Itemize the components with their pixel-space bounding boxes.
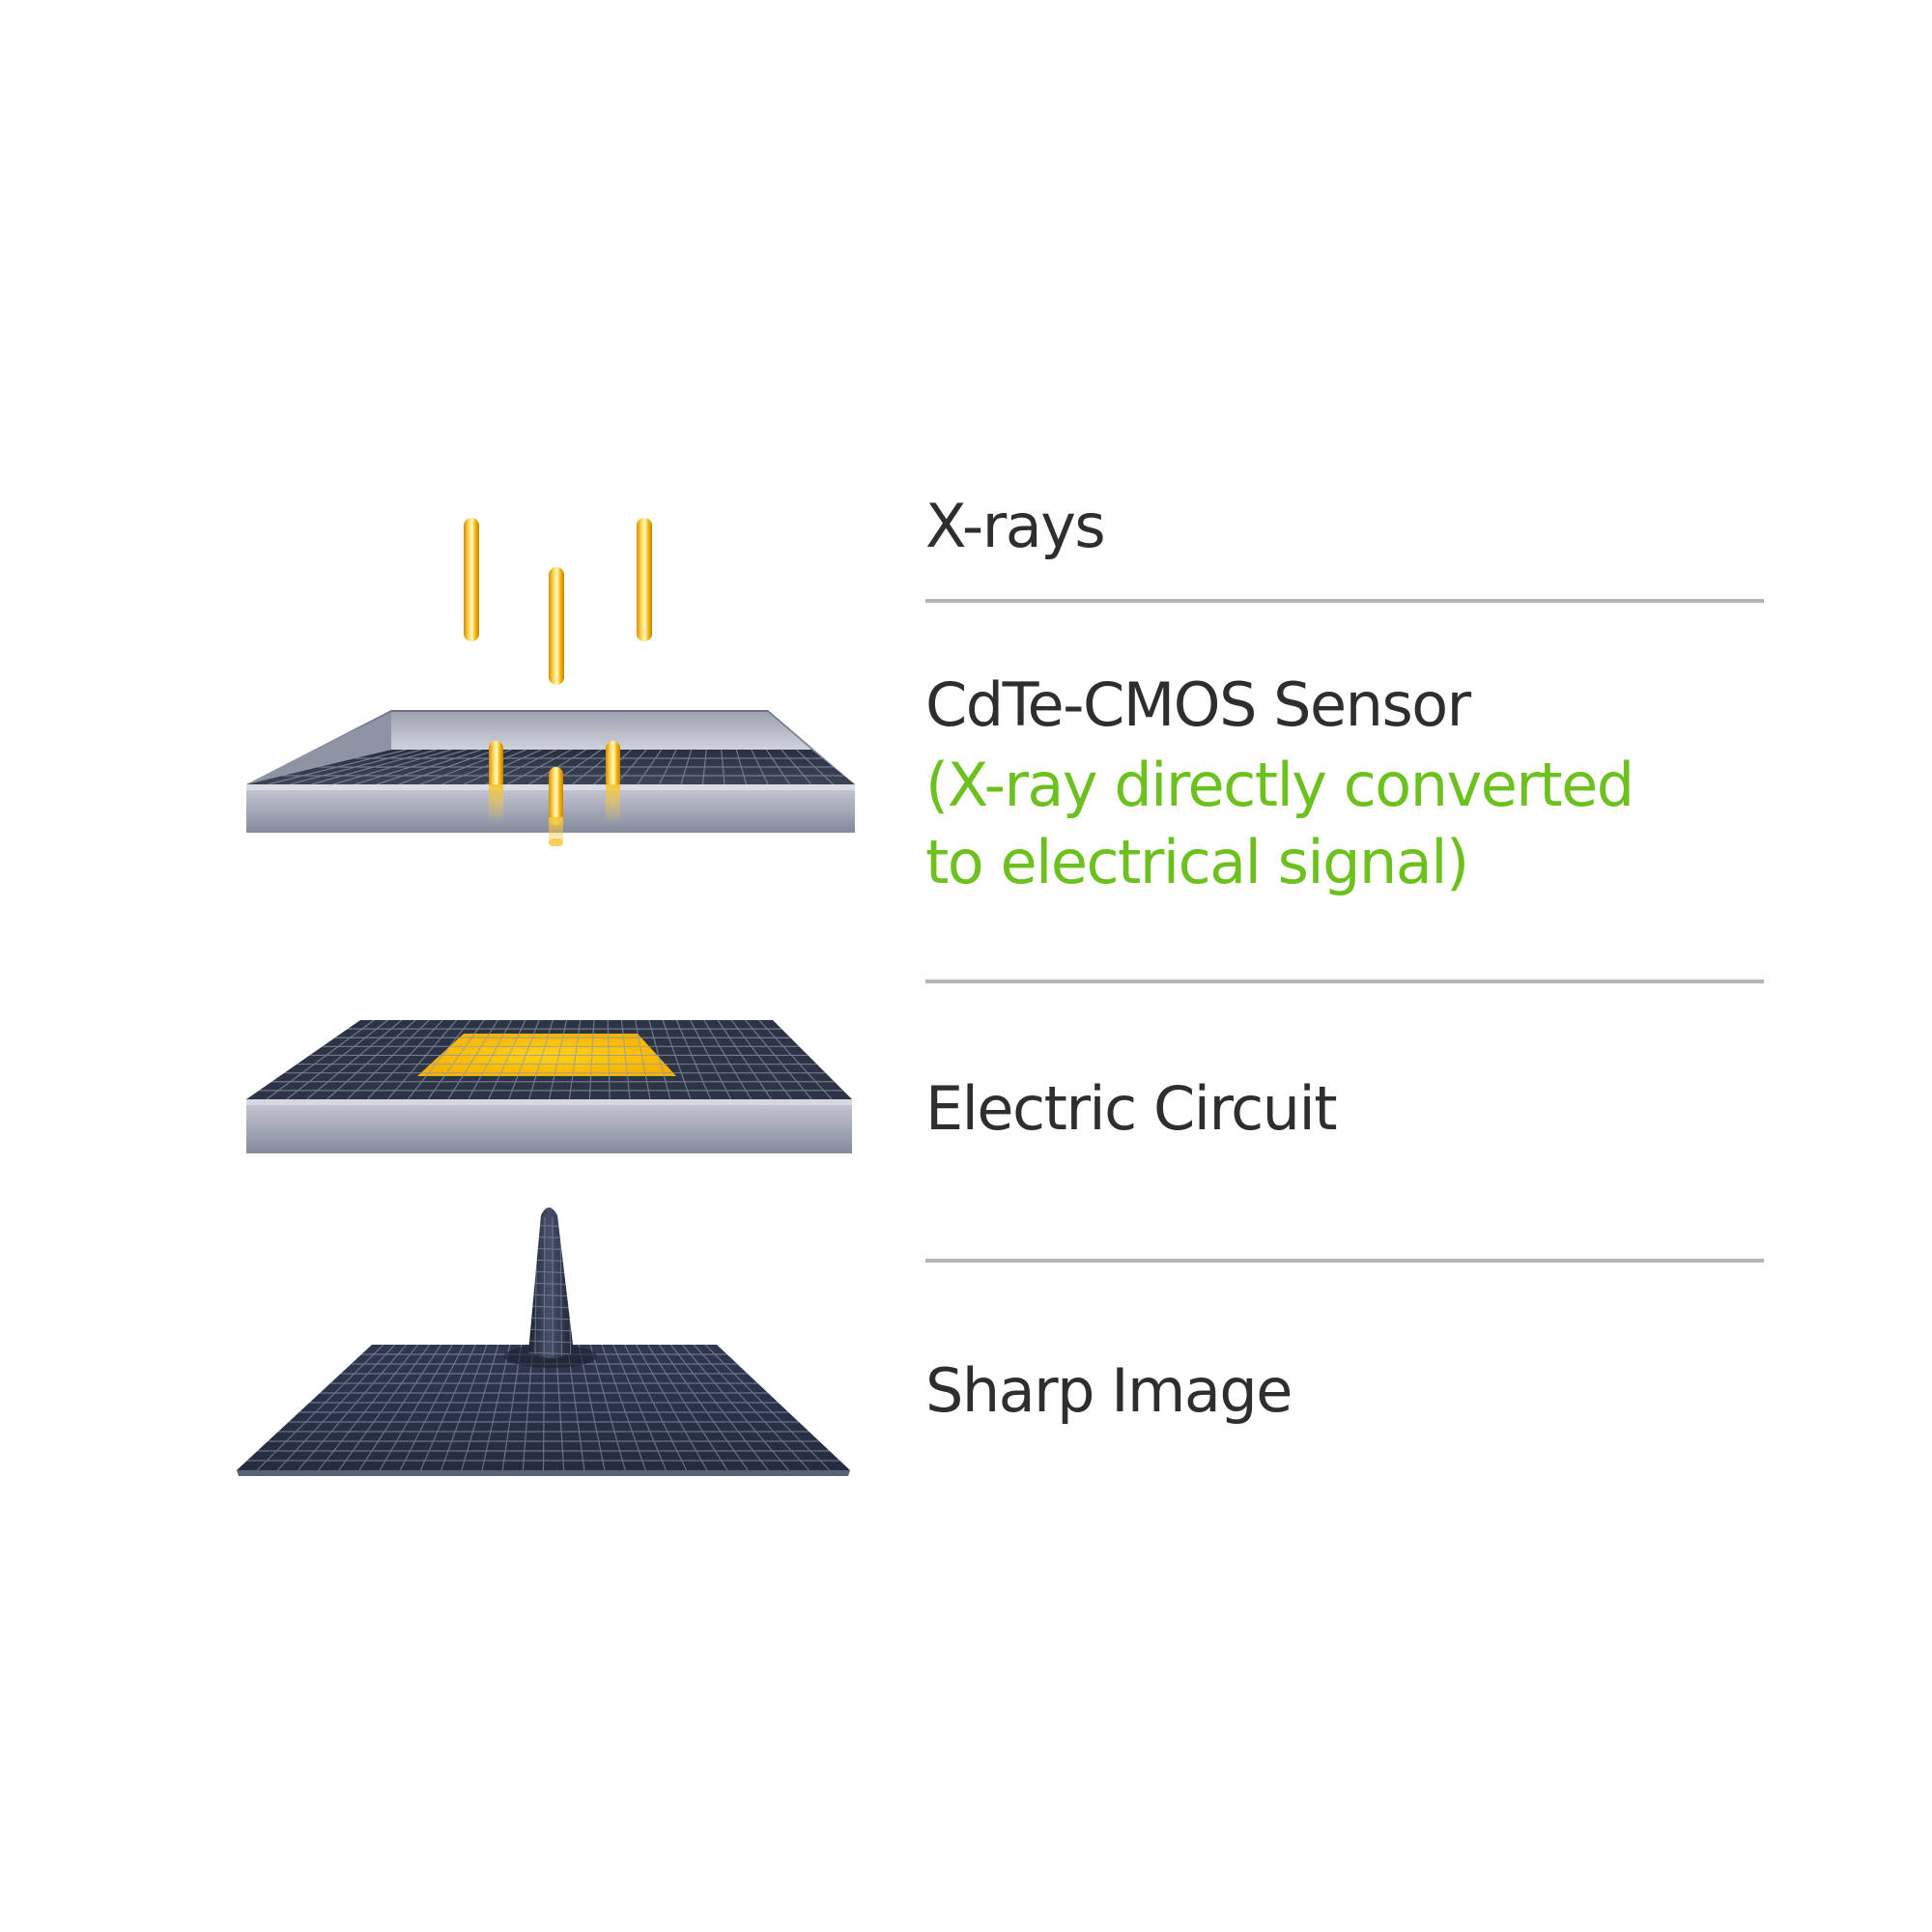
sensor-label: CdTe-CMOS Sensor bbox=[925, 669, 1471, 740]
circuit-label: Electric Circuit bbox=[925, 1073, 1338, 1144]
xrays-label: X-rays bbox=[925, 491, 1106, 561]
sensor-sublabel-line-2: to electrical signal) bbox=[925, 827, 1469, 897]
divider-2 bbox=[925, 980, 1764, 983]
image-label: Sharp Image bbox=[925, 1355, 1293, 1426]
circuit-board-icon bbox=[246, 1020, 852, 1153]
sensor-sublabel-line-1: (X-ray directly converted bbox=[925, 750, 1634, 820]
divider-1 bbox=[925, 599, 1764, 603]
xray-beam-icon bbox=[464, 518, 652, 685]
divider-3 bbox=[925, 1259, 1764, 1263]
sharp-peak-icon bbox=[237, 1208, 850, 1476]
sensor-plate-icon bbox=[246, 710, 855, 848]
